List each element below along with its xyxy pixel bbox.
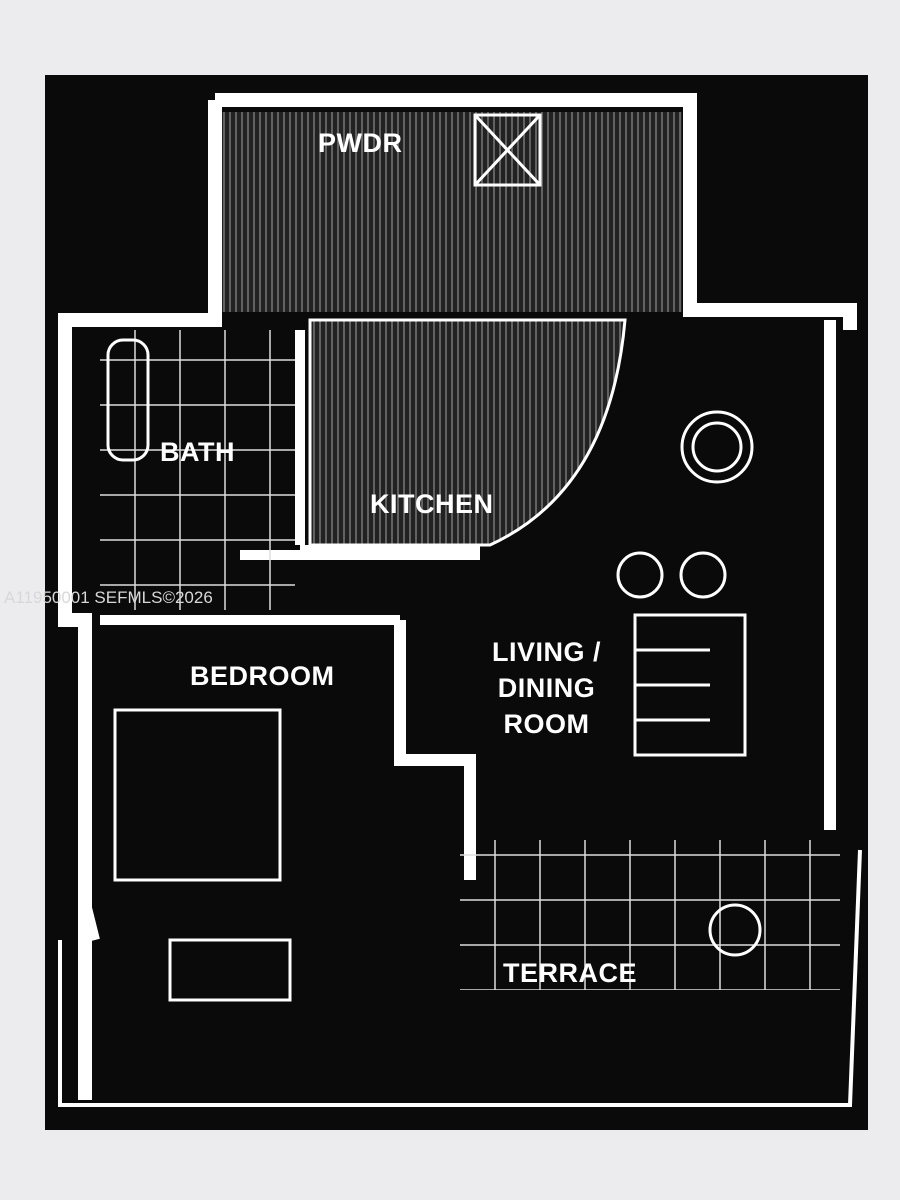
furniture [106, 113, 762, 1002]
room-label-bedroom: BEDROOM [190, 661, 335, 691]
kitchen-floor-curve [308, 318, 627, 547]
room-label-powder: PWDR [318, 128, 403, 158]
terrace-floor [460, 840, 840, 990]
kitchen-floor [222, 112, 682, 312]
walls [58, 93, 862, 1107]
room-label-terrace: TERRACE [503, 958, 638, 988]
room-label-living: LIVING / DINING ROOM [492, 634, 601, 742]
watermark: A11950001 SEFMLS©2026 [4, 588, 213, 607]
living-line-2: DINING [497, 673, 596, 703]
bath-floor [100, 330, 295, 610]
living-line-1: LIVING / [492, 637, 602, 667]
room-label-kitchen: KITCHEN [370, 489, 494, 519]
living-line-3: ROOM [503, 709, 590, 739]
room-label-bath: BATH [160, 437, 235, 467]
